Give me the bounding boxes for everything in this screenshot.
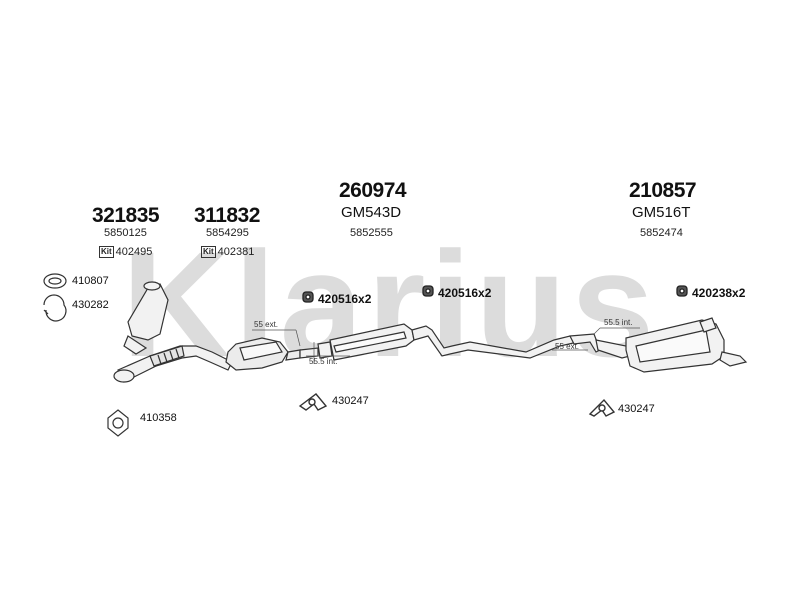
section-2-oe-number: 5854295: [206, 227, 249, 239]
clamp-3-part-number: 420238x2: [692, 286, 746, 300]
kit-badge: Kit: [99, 246, 114, 258]
kit-badge: Kit: [201, 246, 216, 258]
gasket-ring-icon: [43, 273, 67, 289]
clamp-icon-1: [302, 291, 314, 303]
clamp-1-part-number: 420516x2: [318, 292, 372, 306]
section-4-main-number: 210857: [629, 179, 697, 202]
center-pipe: [299, 323, 580, 361]
section-3-oe-number: 5852555: [350, 227, 393, 239]
front-pipe: [113, 281, 233, 383]
clamp-ring-icon: [43, 294, 67, 322]
catalytic-converter: [225, 337, 301, 371]
section-2-main-number: 311832: [194, 204, 260, 227]
dimension-label-4: 55 ext.: [555, 342, 580, 351]
section-1-oe-number: 5850125: [104, 227, 147, 239]
section-2-kit: Kit 402381: [201, 246, 254, 258]
section-4-oe-number: 5852474: [640, 227, 683, 239]
rear-pipe: [569, 317, 748, 373]
section-1-kit: Kit 402495: [99, 246, 152, 258]
clamp-2-part-number: 420516x2: [438, 286, 492, 300]
dimension-label-3: 55.5 int.: [604, 318, 633, 327]
hanger-rear-part-number: 430247: [618, 403, 655, 415]
section-1-kit-number: 402495: [115, 245, 153, 258]
section-3-code: GM543D: [341, 204, 402, 221]
dimension-label-2: 55.5 int.: [309, 357, 338, 366]
section-1-main-number: 321835: [92, 204, 160, 227]
hanger-icon-center: [298, 393, 328, 411]
hanger-center-part-number: 430247: [332, 395, 369, 407]
hanger-icon-rear: [588, 398, 616, 417]
gasket-ring-part-number: 410807: [72, 275, 109, 287]
clamp-ring-part-number: 430282: [72, 299, 109, 311]
clamp-icon-2: [422, 285, 434, 297]
dimension-lines: [252, 327, 640, 364]
section-2-kit-number: 402381: [217, 245, 255, 258]
flange-gasket-part-number: 410358: [140, 412, 177, 424]
clamp-icon-3: [676, 285, 688, 297]
section-3-main-number: 260974: [339, 179, 407, 202]
flange-gasket-icon: [107, 409, 129, 437]
dimension-label-1: 55 ext.: [254, 320, 279, 329]
section-4-code: GM516T: [632, 204, 691, 221]
